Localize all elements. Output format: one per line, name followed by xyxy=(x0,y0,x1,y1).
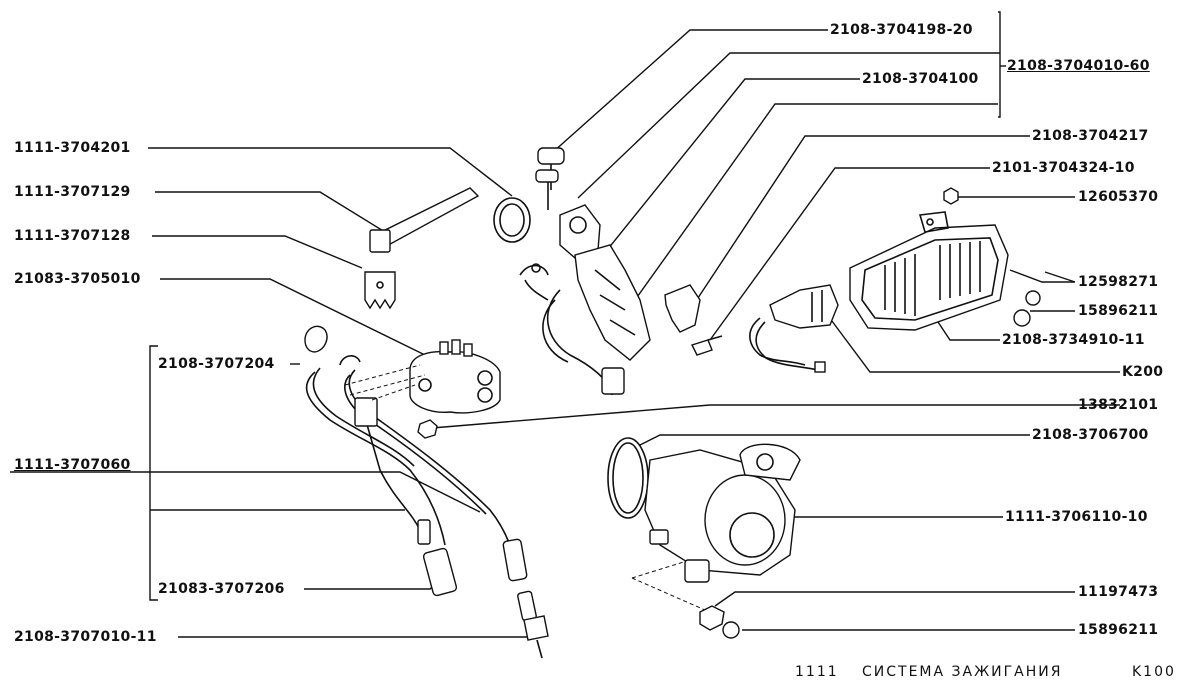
clamp-icon xyxy=(364,271,396,310)
ignition-switch-icon xyxy=(519,244,651,396)
part-label-1111-3707129: 1111-3707129 xyxy=(14,184,131,200)
part-label-15896211-a: 15896211 xyxy=(1078,303,1159,319)
part-label-2108-3707010-11: 2108-3707010-11 xyxy=(14,629,157,645)
part-label-2108-3704217: 2108-3704217 xyxy=(1032,128,1149,144)
leader-lines xyxy=(10,11,1120,638)
nut-13832101-icon xyxy=(417,419,438,439)
dashed-assembly-lines xyxy=(344,364,706,611)
seal-ring-icon xyxy=(493,197,531,243)
part-label-21083-3705010: 21083-3705010 xyxy=(14,271,141,287)
suppressor-cap-icon xyxy=(304,325,328,353)
part-label-13832101: 13832101 xyxy=(1078,397,1159,413)
bolt-icon xyxy=(691,335,723,356)
distributor-cap-icon xyxy=(409,339,501,414)
ecu-module-icon xyxy=(849,211,1009,331)
small-nuts-icon xyxy=(943,187,1041,327)
part-label-2108-3704100: 2108-3704100 xyxy=(862,71,979,87)
distributor-icon xyxy=(607,437,801,583)
part-label-2108-3706700: 2108-3706700 xyxy=(1032,427,1149,443)
footer-model: 1111 xyxy=(795,664,839,680)
part-label-21083-3707206: 21083-3707206 xyxy=(158,581,285,597)
part-label-15896211-b: 15896211 xyxy=(1078,622,1159,638)
mounting-bracket-icon xyxy=(369,187,480,253)
part-label-12598271: 12598271 xyxy=(1078,274,1159,290)
part-label-11197473: 11197473 xyxy=(1078,584,1159,600)
spark-plug-icon xyxy=(517,590,549,659)
footer-title: СИСТЕМА ЗАЖИГАНИЯ xyxy=(862,664,1063,680)
part-label-k200: K200 xyxy=(1122,364,1164,380)
part-label-12605370: 12605370 xyxy=(1078,189,1159,205)
small-washers-icon xyxy=(699,605,740,639)
part-label-1111-3704201: 1111-3704201 xyxy=(14,140,131,156)
part-label-1111-3707128: 1111-3707128 xyxy=(14,228,131,244)
part-label-2108-3734910-11: 2108-3734910-11 xyxy=(1002,332,1145,348)
plate-bracket-icon xyxy=(664,284,701,333)
part-label-1111-3706110-10: 1111-3706110-10 xyxy=(1005,509,1148,525)
footer-code: K100 xyxy=(1132,664,1176,680)
part-label-1111-3707060: 1111-3707060 xyxy=(14,457,131,473)
part-label-2108-3707204: 2108-3707204 xyxy=(158,356,275,372)
part-label-2108-3704198-20: 2108-3704198-20 xyxy=(830,22,973,38)
part-label-2101-3704324-10: 2101-3704324-10 xyxy=(992,160,1135,176)
connector-harness-icon xyxy=(749,284,839,373)
ignition-key-icon xyxy=(535,147,565,210)
hv-wire-set-icon xyxy=(305,355,528,597)
part-label-2108-3704010-60: 2108-3704010-60 xyxy=(1007,58,1150,74)
